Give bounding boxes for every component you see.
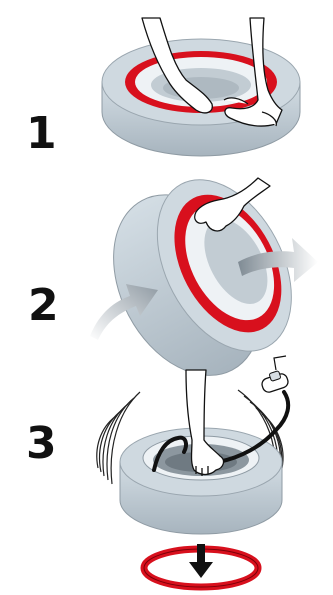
step-number-1: 1 — [26, 108, 57, 159]
step-2-illustration — [84, 153, 321, 400]
step-number-3: 3 — [26, 418, 57, 469]
tire-2 — [84, 153, 321, 400]
step-1-illustration — [102, 18, 300, 156]
step-number-2: 2 — [28, 280, 59, 331]
hand-pressing-bead-icon — [186, 370, 223, 476]
inflator-chuck-icon — [260, 371, 289, 394]
step-3-illustration — [97, 356, 290, 587]
